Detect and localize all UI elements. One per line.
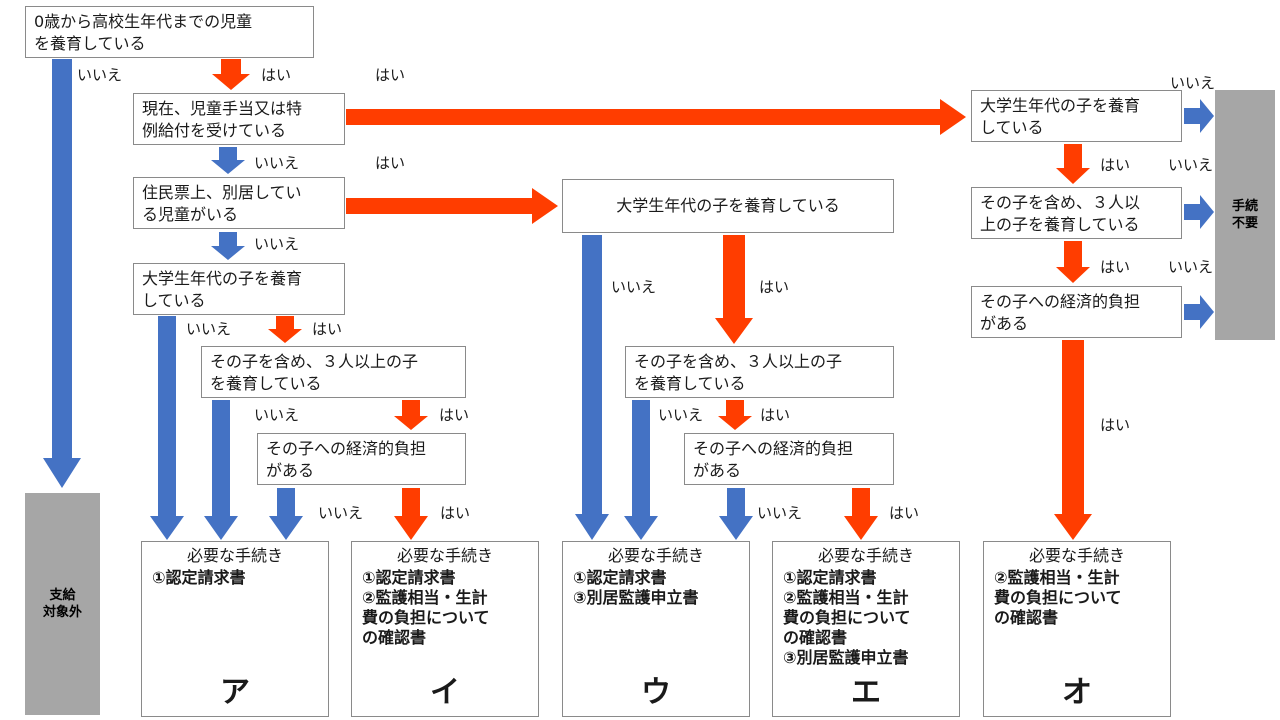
arrow-no-burden-to-result-a xyxy=(269,488,303,540)
question-university-child-c: 大学生年代の子を養育 している xyxy=(971,90,1182,142)
result-letter: ウ xyxy=(641,675,671,710)
result-box-e: 必要な手続き ①認定請求書 ②監護相当・生計 費の負担について の確認書 ③別居… xyxy=(772,541,960,717)
result-letter: オ xyxy=(1062,675,1092,710)
label-yes: はい xyxy=(375,66,406,84)
result-title: 必要な手続き xyxy=(817,546,914,565)
result-box-o: 必要な手続き ②監護相当・生計 費の負担について の確認書 オ xyxy=(983,541,1171,717)
arrow-no-univ-c xyxy=(1184,99,1214,133)
question-three-children-a: その子を含め、３人以上の子 を養育している xyxy=(201,346,466,398)
question-burden-b: その子への経済的負担 がある xyxy=(684,433,894,485)
arrow-yes-allowance xyxy=(212,59,250,90)
question-three-children-c: その子を含め、３人以 上の子を養育している xyxy=(971,187,1182,239)
label-no: いいえ xyxy=(254,154,300,172)
arrow-yes-to-univ-c xyxy=(346,99,966,135)
label-yes: はい xyxy=(439,406,470,424)
arrow-no-to-result-u xyxy=(575,235,609,540)
label-yes: はい xyxy=(1100,416,1131,434)
result-item: ③別居監護申立書 xyxy=(573,588,699,607)
label-no: いいえ xyxy=(757,504,803,522)
label-no: いいえ xyxy=(318,504,364,522)
arrow-yes-to-result-o xyxy=(1054,340,1092,540)
label-yes: はい xyxy=(760,406,791,424)
result-title: 必要な手続き xyxy=(1028,546,1125,565)
result-item: ①認定請求書 xyxy=(362,568,456,587)
arrow-yes-burden-a xyxy=(394,400,428,430)
arrow-yes-burden-c xyxy=(1056,241,1090,283)
result-item: ②監護相当・生計 費の負担について の確認書 xyxy=(994,568,1122,627)
arrow-no-three-to-result-a xyxy=(204,400,238,540)
no-procedure-box: 手続 不要 xyxy=(1215,90,1275,340)
question-allowance: 現在、児童手当又は特 例給付を受けている xyxy=(133,93,345,145)
label-yes: はい xyxy=(375,154,406,172)
label-no: いいえ xyxy=(1170,74,1216,92)
question-age: 0歳から高校生年代までの児童 を養育している xyxy=(25,6,314,58)
label-no: いいえ xyxy=(254,235,300,253)
arrow-no-burden-to-result-u xyxy=(719,488,753,540)
label-no: いいえ xyxy=(1168,258,1214,276)
arrow-no-univ-a xyxy=(211,232,245,260)
result-letter: エ xyxy=(851,675,881,710)
arrow-yes-burden-b xyxy=(718,400,752,430)
label-no: いいえ xyxy=(658,406,704,424)
arrow-yes-to-result-e xyxy=(844,488,878,540)
result-letter: イ xyxy=(430,675,460,710)
result-item: ②監護相当・生計 費の負担について の確認書 xyxy=(783,588,911,647)
question-university-child-a: 大学生年代の子を養育 している xyxy=(133,263,345,315)
result-title: 必要な手続き xyxy=(607,546,704,565)
question-burden-c: その子への経済的負担 がある xyxy=(971,286,1182,338)
label-no: いいえ xyxy=(254,406,300,424)
result-box-u: 必要な手続き ①認定請求書 ③別居監護申立書 ウ xyxy=(562,541,750,717)
arrow-no-separate xyxy=(211,147,245,174)
arrow-yes-three-c xyxy=(1056,144,1090,184)
result-box-i: 必要な手続き ①認定請求書 ②監護相当・生計 費の負担について の確認書 イ xyxy=(351,541,539,717)
arrow-no-not-eligible xyxy=(43,59,81,488)
arrow-yes-to-result-i xyxy=(394,488,428,540)
label-yes: はい xyxy=(1100,258,1131,276)
label-yes: はい xyxy=(1100,156,1131,174)
result-item: ②監護相当・生計 費の負担について の確認書 xyxy=(362,588,490,647)
result-box-a: 必要な手続き ①認定請求書 ア xyxy=(141,541,329,717)
result-item: ③別居監護申立書 xyxy=(783,648,909,667)
label-no: いいえ xyxy=(186,320,232,338)
arrow-no-to-result-a xyxy=(150,316,184,540)
label-yes: はい xyxy=(312,320,343,338)
question-three-children-b: その子を含め、３人以上の子 を養育している xyxy=(625,346,894,398)
label-no: いいえ xyxy=(611,278,657,296)
arrow-no-burden-c xyxy=(1184,295,1214,329)
label-yes: はい xyxy=(889,504,920,522)
result-letter: ア xyxy=(220,675,250,710)
arrow-yes-three-b xyxy=(715,235,753,344)
result-title: 必要な手続き xyxy=(186,546,283,565)
label-yes: はい xyxy=(440,504,471,522)
question-separate-residence: 住民票上、別居してい る児童がいる xyxy=(133,177,345,229)
question-burden-a: その子への経済的負担 がある xyxy=(257,433,466,485)
question-university-child-b: 大学生年代の子を養育している xyxy=(562,179,894,233)
arrow-yes-to-univ-b xyxy=(346,188,558,224)
label-yes: はい xyxy=(759,278,790,296)
not-eligible-box: 支給 対象外 xyxy=(25,493,100,715)
result-title: 必要な手続き xyxy=(396,546,493,565)
arrow-no-three-to-result-u xyxy=(624,400,658,540)
arrow-yes-three-a xyxy=(268,316,302,343)
label-no: いいえ xyxy=(1168,156,1214,174)
result-item: ①認定請求書 xyxy=(783,568,877,587)
label-yes: はい xyxy=(261,66,292,84)
label-no: いいえ xyxy=(77,66,123,84)
result-item: ①認定請求書 xyxy=(573,568,667,587)
result-item: ①認定請求書 xyxy=(152,568,246,587)
arrow-no-three-c xyxy=(1184,195,1214,229)
